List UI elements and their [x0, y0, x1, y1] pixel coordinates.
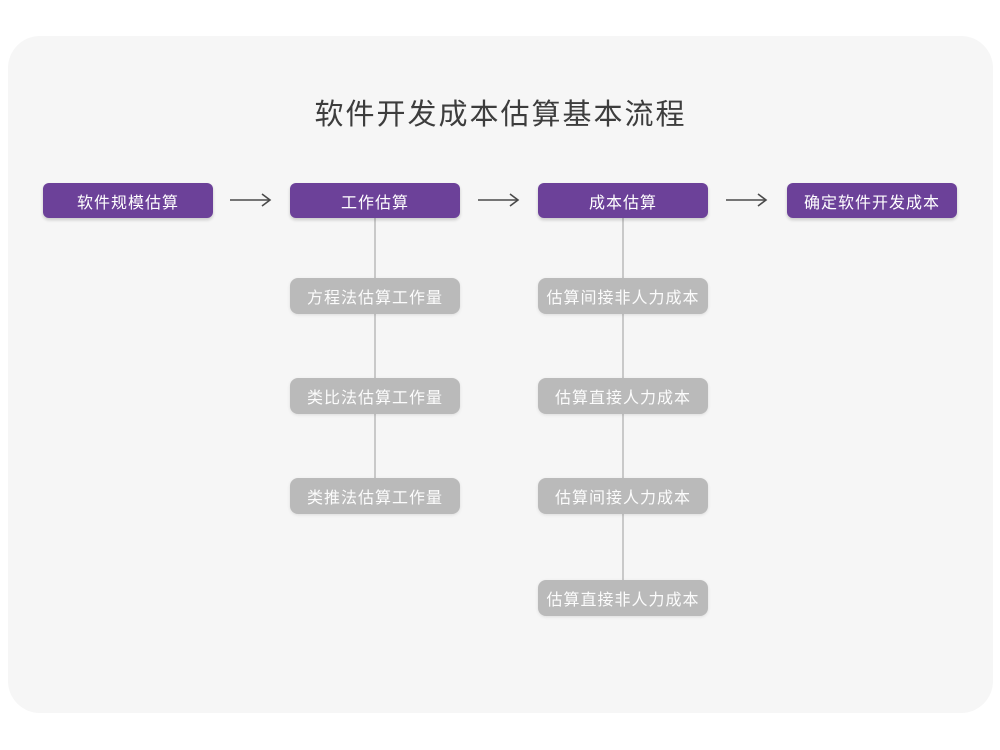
substep-direct-labor-cost: 估算直接人力成本	[538, 378, 708, 414]
flow-node-work-estimation: 工作估算	[290, 183, 460, 218]
flow-node-label: 成本估算	[588, 194, 657, 212]
substep-indirect-labor-cost: 估算间接人力成本	[538, 478, 708, 514]
substep-label: 估算间接人力成本	[554, 490, 691, 507]
flow-node-software-scale-estimation: 软件规模估算	[43, 183, 213, 218]
substep-label: 类比法估算工作量	[306, 390, 443, 407]
substep-extrapolation-method: 类推法估算工作量	[290, 478, 460, 514]
right-arrow-icon	[478, 193, 520, 207]
flow-node-label: 确定软件开发成本	[803, 194, 940, 212]
right-arrow-icon	[726, 193, 768, 207]
right-arrow-icon	[230, 193, 272, 207]
diagram-title: 软件开发成本估算基本流程	[314, 99, 687, 131]
substep-label: 估算直接人力成本	[554, 390, 691, 407]
substep-indirect-nonlabor-cost: 估算间接非人力成本	[538, 278, 708, 314]
substep-direct-nonlabor-cost: 估算直接非人力成本	[538, 580, 708, 616]
flow-node-cost-estimation: 成本估算	[538, 183, 708, 218]
substep-label: 方程法估算工作量	[306, 290, 443, 307]
substep-label: 估算间接非人力成本	[546, 290, 700, 307]
substep-label: 估算直接非人力成本	[546, 592, 700, 609]
diagram-canvas: 软件开发成本估算基本流程 软件规模估算 工作估算 成本估算 确定软件开发成本 方…	[8, 36, 993, 713]
flow-node-label: 工作估算	[340, 194, 409, 212]
substep-label: 类推法估算工作量	[306, 490, 443, 507]
flow-node-label: 软件规模估算	[76, 194, 179, 212]
connector-line-work-estimation	[374, 218, 376, 508]
flow-node-determine-development-cost: 确定软件开发成本	[787, 183, 957, 218]
substep-analogy-method: 类比法估算工作量	[290, 378, 460, 414]
substep-equation-method: 方程法估算工作量	[290, 278, 460, 314]
